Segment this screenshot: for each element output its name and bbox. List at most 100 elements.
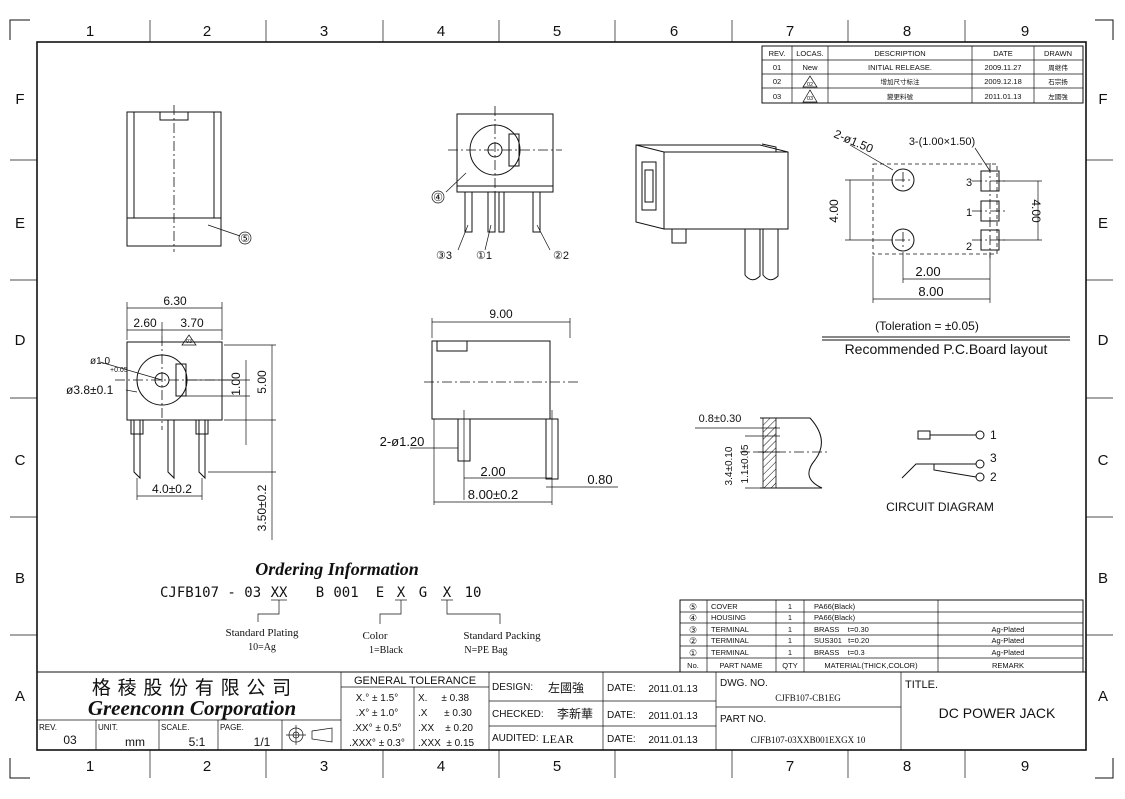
zone-col-top: 3 bbox=[320, 23, 328, 40]
zone-col-bottom: 2 bbox=[203, 758, 211, 775]
page-label: PAGE. bbox=[220, 723, 244, 732]
bom-header: QTY bbox=[782, 661, 797, 670]
zone-col-bottom: 9 bbox=[1021, 758, 1029, 775]
zone-row-right: A bbox=[1098, 688, 1108, 705]
zone-row-left: A bbox=[15, 688, 25, 705]
dim-630: 6.30 bbox=[163, 294, 187, 308]
pcb-layout: 3 1 2 2-ø1.50 3-(1.00×1.50) 4.00 4.00 2.… bbox=[822, 127, 1070, 357]
company-name-cn: 格 稜 股 份 有 限 公 司 bbox=[92, 677, 292, 699]
zone-col-top: 2 bbox=[203, 23, 211, 40]
ordering-packing-value: N=PE Bag bbox=[464, 645, 507, 656]
dim-100: 1.00 bbox=[229, 372, 243, 396]
zone-row-left: E bbox=[15, 215, 25, 232]
zone-row-right: E bbox=[1098, 215, 1108, 232]
rev-label: REV. bbox=[39, 723, 57, 732]
pcb-hole-label: 2-ø1.50 bbox=[832, 127, 876, 156]
bom-material: BRASS t=0.30 bbox=[814, 625, 869, 634]
rev-cell: 左國強 bbox=[1048, 92, 1068, 101]
title-value: DC POWER JACK bbox=[939, 705, 1056, 721]
pcb-dim-800: 8.00 bbox=[918, 284, 943, 299]
ordering-code-seg: 001 bbox=[333, 585, 358, 601]
detail-dim-t: 0.8±0.30 bbox=[699, 413, 742, 425]
zone-col-top: 7 bbox=[786, 23, 794, 40]
rev-header: REV. bbox=[769, 49, 786, 58]
unit-value: mm bbox=[125, 735, 145, 749]
bom-material: SUS301 t=0.20 bbox=[814, 636, 869, 645]
ordering-packing-label: Standard Packing bbox=[463, 630, 541, 642]
zone-col-top: 1 bbox=[86, 23, 94, 40]
rev-cell: 03 bbox=[807, 96, 813, 102]
top-dim-200: 2.00 bbox=[480, 464, 505, 479]
zone-row-right: F bbox=[1098, 91, 1107, 108]
checked-label: CHECKED: bbox=[492, 709, 544, 720]
bom-qty: 1 bbox=[788, 602, 792, 611]
ordering-plating-label: Standard Plating bbox=[225, 627, 299, 639]
rev-cell: New bbox=[802, 63, 818, 72]
bom-no: ① bbox=[689, 648, 697, 658]
ordering-code-prefix: CJFB107 - 03 bbox=[160, 585, 261, 601]
rev-header: DESCRIPTION bbox=[874, 49, 925, 58]
dwg-value: CJFB107-CB1EG bbox=[775, 693, 841, 703]
bom-qty: 1 bbox=[788, 648, 792, 657]
rev-cell: 增加尺寸标注 bbox=[881, 77, 921, 86]
part-label: PART NO. bbox=[720, 714, 766, 725]
date-label: DATE: bbox=[607, 683, 636, 694]
date-value: 2011.01.13 bbox=[648, 711, 698, 722]
audited-value: LEAR bbox=[542, 732, 573, 746]
circuit-pin: 1 bbox=[990, 428, 997, 442]
bom-name: TERMINAL bbox=[711, 648, 749, 657]
front-view-terminals: ④ ③3 ①1 ②2 bbox=[431, 106, 569, 262]
checked-value: 李新華 bbox=[557, 706, 593, 721]
ordering-color-label: Color bbox=[362, 630, 387, 642]
side-view: ⑤ bbox=[126, 105, 252, 252]
bom-header: REMARK bbox=[992, 661, 1024, 670]
zone-row-labels: F E D C B A F E D C B A bbox=[15, 91, 1109, 705]
rev-cell: 周继伟 bbox=[1048, 63, 1068, 72]
dim-pin-tol: +0.05 bbox=[110, 367, 128, 374]
bom-remark: Ag-Plated bbox=[992, 625, 1025, 634]
audited-label: AUDITED: bbox=[492, 733, 539, 744]
zone-col-top: 4 bbox=[437, 23, 445, 40]
rev-cell: 02 bbox=[773, 77, 781, 86]
bom-no: ④ bbox=[689, 613, 697, 623]
tolerance-title: GENERAL TOLERANCE bbox=[354, 675, 476, 687]
zone-col-top: 8 bbox=[903, 23, 911, 40]
sheet-border bbox=[9, 19, 1114, 779]
pcb-dim-right: 4.00 bbox=[1029, 199, 1043, 223]
bom-name: HOUSING bbox=[711, 613, 746, 622]
page-value: 1/1 bbox=[254, 735, 271, 749]
pcb-caption: Recommended P.C.Board layout bbox=[845, 341, 1048, 357]
balloon-term2: ②2 bbox=[553, 250, 569, 262]
bom-header: MATERIAL(THICK,COLOR) bbox=[824, 661, 918, 670]
tolerance-linear: .X ± 0.30 bbox=[418, 708, 472, 719]
projection-symbol bbox=[286, 725, 333, 745]
tolerance-linear: .XX ± 0.20 bbox=[418, 723, 473, 734]
rev-value: 03 bbox=[63, 733, 77, 747]
dim-260: 2.60 bbox=[133, 316, 157, 330]
zone-col-bottom: 5 bbox=[553, 758, 561, 775]
rev-cell: INITIAL RELEASE. bbox=[868, 63, 932, 72]
zone-col-bottom: 1 bbox=[86, 758, 94, 775]
dim-lead: 3.50±0.2 bbox=[255, 484, 269, 531]
pcb-pad-num: 2 bbox=[966, 241, 972, 253]
date-label: DATE: bbox=[607, 710, 636, 721]
zone-row-right: D bbox=[1098, 332, 1109, 349]
front-view-dimensioned: 6.30 2.60 3.70 03 ø1.0 +0.05 ø3.8±0.1 1.… bbox=[66, 294, 276, 540]
rev-cell: 石宗扬 bbox=[1048, 77, 1068, 86]
balloon-housing: ④ bbox=[433, 192, 443, 204]
ordering-title: Ordering Information bbox=[255, 559, 419, 579]
zone-col-bottom: 7 bbox=[786, 758, 794, 775]
top-dim-len: 9.00 bbox=[489, 307, 513, 321]
dim-dia: ø3.8±0.1 bbox=[66, 383, 114, 397]
bom-no: ③ bbox=[689, 625, 697, 635]
isometric-view bbox=[635, 143, 789, 281]
tolerance-linear: .XXX ± 0.15 bbox=[418, 738, 475, 749]
ordering-code-seg: E bbox=[376, 585, 384, 601]
date-label: DATE: bbox=[607, 734, 636, 745]
tolerance-angle: .XX° ± 0.5° bbox=[352, 723, 401, 734]
bom-remark: Ag-Plated bbox=[992, 636, 1025, 645]
zone-row-left: B bbox=[15, 570, 25, 587]
bom-qty: 1 bbox=[788, 613, 792, 622]
dim-370: 3.70 bbox=[180, 316, 204, 330]
